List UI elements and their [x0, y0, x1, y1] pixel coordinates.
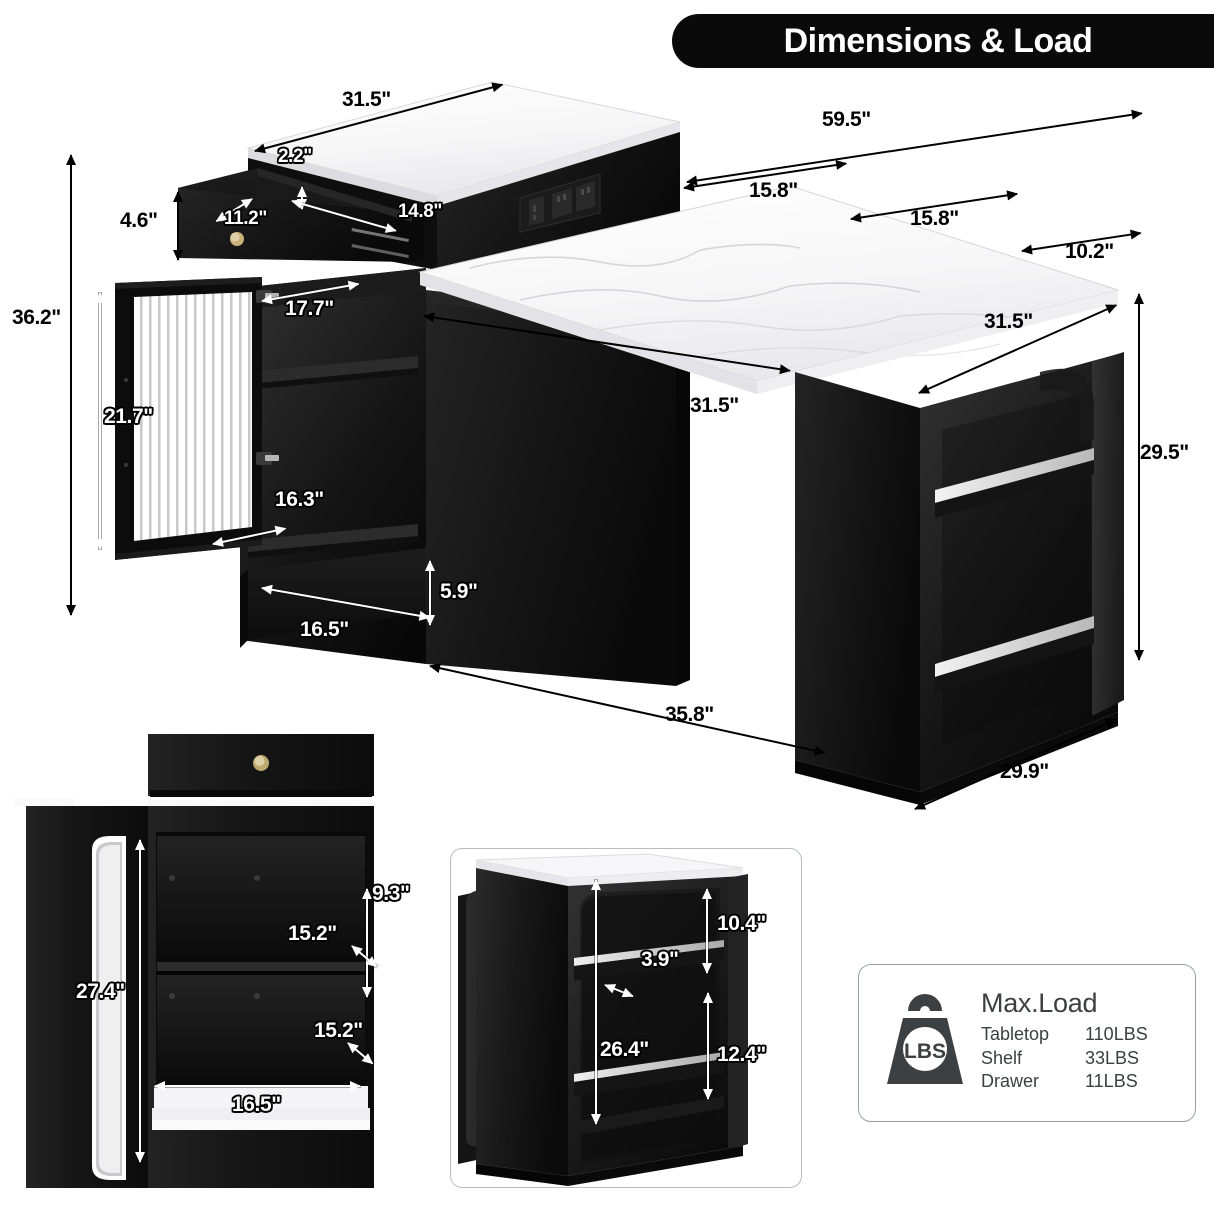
max-load-label-shelf: Shelf [981, 1047, 1023, 1068]
max-load-title: Max.Load [981, 987, 1098, 1018]
dim-line-desk-base-length [429, 665, 825, 754]
dim-label-upper-shelf-width: 15.2" [288, 922, 337, 945]
dim-label-cabinet-shelf-depth: 16.3" [275, 488, 324, 511]
dim-label-desk-base-length: 35.8" [665, 703, 714, 726]
dim-line-cabinet-base-width [261, 587, 430, 619]
dim-label-desk-section-a: 15.8" [749, 179, 798, 202]
max-load-row-shelf: Shelf 33LBS [981, 1047, 1181, 1071]
dim-label-desk-body-depth: 31.5" [690, 394, 739, 417]
max-load-value-drawer: 11LBS [1085, 1071, 1138, 1092]
dim-label-cabinet-door-height: 21.7" [104, 405, 153, 428]
dim-label-overall-height: 36.2" [12, 306, 61, 329]
title-banner: Dimensions & Load [672, 14, 1214, 68]
dim-line-desk-body-depth [423, 315, 791, 372]
page-title: Dimensions & Load [783, 21, 1093, 60]
dim-label-lower-bay-height: 12.4" [717, 1043, 766, 1066]
dim-label-drawer-gap: 2.2" [278, 146, 312, 167]
dim-label-cabinet-depth: 17.7" [285, 297, 334, 320]
dim-label-cabinet-base-height: 5.9" [440, 580, 478, 603]
max-load-label-drawer: Drawer [981, 1071, 1040, 1092]
dim-line-upper-shelf-width [351, 945, 378, 968]
dim-label-desk-section-c: 10.2" [1065, 240, 1114, 263]
dim-label-upper-bay-height: 10.4" [717, 912, 766, 935]
dim-label-desk-top-depth: 31.5" [984, 310, 1033, 333]
weight-icon-label: LBS [904, 1040, 946, 1063]
dim-label-cabinet-inner-width: 16.5" [232, 1093, 281, 1116]
dim-label-cabinet-base-width: 16.5" [300, 618, 349, 641]
dim-label-desk-leg-height: 29.5" [1140, 441, 1189, 464]
dim-label-lower-shelf-width: 15.2" [314, 1019, 363, 1042]
max-load-value-tabletop: 110LBS [1085, 1023, 1148, 1044]
dim-line-side-panel-arch-height [139, 840, 141, 1162]
dim-label-desk-leg-depth: 29.9" [1000, 760, 1049, 783]
dim-line-upper-shelf-height [366, 889, 368, 997]
dim-label-shelf-unit-height: 26.4" [600, 1038, 649, 1061]
dim-label-desk-total-width: 59.5" [822, 108, 871, 131]
dim-label-drawer-height: 4.6" [120, 209, 158, 232]
dim-line-lower-shelf-width [347, 1042, 374, 1065]
max-load-text-block: Max.Load Tabletop 110LBS Shelf 33LBS Dra… [977, 988, 1181, 1099]
max-load-value-shelf: 33LBS [1085, 1047, 1140, 1068]
weight-icon: LBS [873, 986, 977, 1100]
dim-line-overall-height [70, 155, 72, 615]
dim-line-cabinet-inner-width [154, 1081, 361, 1091]
dim-line-drawer-inner-width [291, 200, 397, 232]
dim-line-cabinet-door-height [99, 293, 101, 549]
dim-label-drawer-inner-width: 14.8" [398, 201, 442, 222]
dim-label-upper-shelf-height: 9.3" [372, 882, 410, 905]
dim-line-drawer-height [177, 192, 179, 260]
max-load-card: LBS Max.Load Tabletop 110LBS Shelf 33LBS… [858, 964, 1196, 1122]
dim-line-desk-total-width [686, 112, 1142, 183]
dim-label-shelf-thickness: 3.9" [641, 948, 679, 971]
dim-label-desk-section-b: 15.8" [910, 207, 959, 230]
dim-label-drawer-inner-depth: 11.2" [224, 208, 267, 229]
max-load-row-tabletop: Tabletop 110LBS [981, 1023, 1181, 1047]
dim-label-side-panel-arch-height: 27.4" [76, 980, 125, 1003]
dim-line-drawer-gap [301, 187, 303, 209]
cabinet-detail-shapes [14, 734, 374, 1188]
dim-line-cabinet-shelf-depth [212, 527, 286, 545]
dim-line-cabinet-base-height [429, 561, 431, 625]
max-load-label-tabletop: Tabletop [981, 1023, 1050, 1044]
dim-line-desk-leg-height [1138, 294, 1140, 660]
side-shelf-detail-box [450, 848, 802, 1188]
dim-label-top-cabinet-width: 31.5" [342, 88, 391, 111]
max-load-row-drawer: Drawer 11LBS [981, 1070, 1181, 1094]
